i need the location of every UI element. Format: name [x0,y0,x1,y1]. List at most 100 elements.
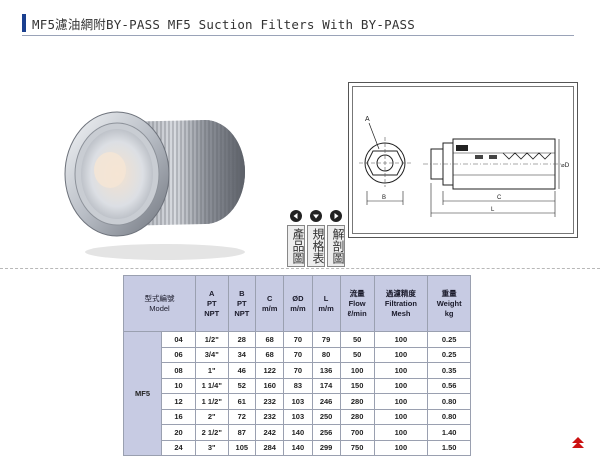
cell-mesh: 100 [373,408,429,425]
cell-a: 2 1/2" [195,424,229,441]
cell-flow: 50 [339,331,375,348]
table-row: 06 3/4" 34 68 70 80 50 100 0.25 [124,346,471,363]
cell-d: 103 [283,393,313,410]
drawing-frame: A B ⌀D C [352,86,574,234]
cell-l: 250 [311,408,341,425]
page-header: MF5濾油網附BY-PASS MF5 Suction Filters With … [22,13,574,36]
cell-weight: 0.80 [427,408,471,425]
cell-code: 08 [161,362,196,379]
header-model: 型式編號 Model [123,275,196,332]
cell-mesh: 100 [373,393,429,410]
cell-b: 105 [227,439,257,456]
cell-code: 04 [161,331,196,348]
title-accent-bar [22,14,26,32]
cell-d: 83 [283,377,313,394]
table-row: 10 1 1/4" 52 160 83 174 150 100 0.56 [124,377,471,394]
cell-l: 299 [311,439,341,456]
cell-b: 28 [227,331,257,348]
cell-mesh: 100 [373,331,429,348]
cell-mesh: 100 [373,362,429,379]
cell-flow: 50 [339,346,375,363]
cell-d: 70 [283,346,313,363]
cell-b: 87 [227,424,257,441]
cell-code: 16 [161,408,196,425]
cell-c: 68 [255,331,285,348]
header-a: A PT NPT [195,275,229,332]
cell-code: 06 [161,346,196,363]
cell-b: 34 [227,346,257,363]
table-row: 12 1 1/2" 61 232 103 246 280 100 0.80 [124,393,471,410]
cell-flow: 280 [339,408,375,425]
cell-flow: 150 [339,377,375,394]
cell-flow: 100 [339,362,375,379]
header-flow: 流量 Flow ℓ/min [339,275,375,332]
dim-label-a: A [365,116,370,123]
cell-b: 52 [227,377,257,394]
cell-d: 70 [283,331,313,348]
cell-mesh: 100 [373,346,429,363]
cell-b: 72 [227,408,257,425]
cell-c: 160 [255,377,285,394]
cell-weight: 0.25 [427,346,471,363]
cell-weight: 0.25 [427,331,471,348]
cell-b: 46 [227,362,257,379]
spec-table: 型式編號 Model A PT NPT B PT NPT C m/m ØD m/… [123,275,471,456]
table-header-row: 型式編號 Model A PT NPT B PT NPT C m/m ØD m/… [123,275,471,332]
cell-l: 136 [311,362,341,379]
cell-a: 3/4" [195,346,229,363]
table-row: MF5 04 1/2" 28 68 70 79 50 100 0.25 [123,331,471,456]
cell-d: 140 [283,424,313,441]
table-row: 16 2" 72 232 103 250 280 100 0.80 [124,408,471,425]
nav-label-spec-table[interactable]: 規格表 [307,225,325,267]
cell-d: 70 [283,362,313,379]
cell-a: 1/2" [195,331,229,348]
cell-c: 242 [255,424,285,441]
cell-mesh: 100 [373,424,429,441]
cell-mesh: 100 [373,377,429,394]
cell-a: 1" [195,362,229,379]
down-arrow-icon[interactable] [310,210,322,222]
cell-flow: 280 [339,393,375,410]
cell-weight: 0.80 [427,393,471,410]
cell-l: 174 [311,377,341,394]
cell-code: 10 [161,377,196,394]
nav-label-product-photo[interactable]: 產品圖 [287,225,305,267]
cell-flow: 750 [339,439,375,456]
model-group: MF5 [123,331,162,456]
header-weight: 重量 Weight kg [427,275,471,332]
header-d: ØD m/m [283,275,313,332]
dim-label-c: C [497,195,502,201]
cell-b: 61 [227,393,257,410]
cell-weight: 1.50 [427,439,471,456]
right-arrow-icon[interactable] [330,210,342,222]
back-to-top-icon[interactable] [571,436,585,450]
nav-label-cutaway[interactable]: 解剖圖 [327,225,345,267]
cell-a: 3" [195,439,229,456]
cell-c: 68 [255,346,285,363]
nav-spec-table[interactable]: 規格表 [306,210,326,267]
cell-c: 284 [255,439,285,456]
cell-weight: 0.56 [427,377,471,394]
left-arrow-icon[interactable] [290,210,302,222]
cell-mesh: 100 [373,439,429,456]
table-row: 24 3" 105 284 140 299 750 100 1.50 [124,439,471,456]
cell-code: 12 [161,393,196,410]
nav-product-photo[interactable]: 產品圖 [286,210,306,267]
dimension-drawing: A B ⌀D C [348,82,578,238]
nav-cutaway[interactable]: 解剖圖 [326,210,346,267]
cell-flow: 700 [339,424,375,441]
cell-weight: 0.35 [427,362,471,379]
cell-a: 2" [195,408,229,425]
product-photo [55,92,255,267]
header-l: L m/m [311,275,341,332]
title-underline [22,35,574,36]
cell-c: 232 [255,408,285,425]
dim-label-l: L [491,207,495,213]
cell-weight: 1.40 [427,424,471,441]
cell-a: 1 1/2" [195,393,229,410]
cell-l: 256 [311,424,341,441]
cell-l: 79 [311,331,341,348]
dim-label-b: B [382,195,386,201]
header-b: B PT NPT [227,275,257,332]
cell-c: 122 [255,362,285,379]
